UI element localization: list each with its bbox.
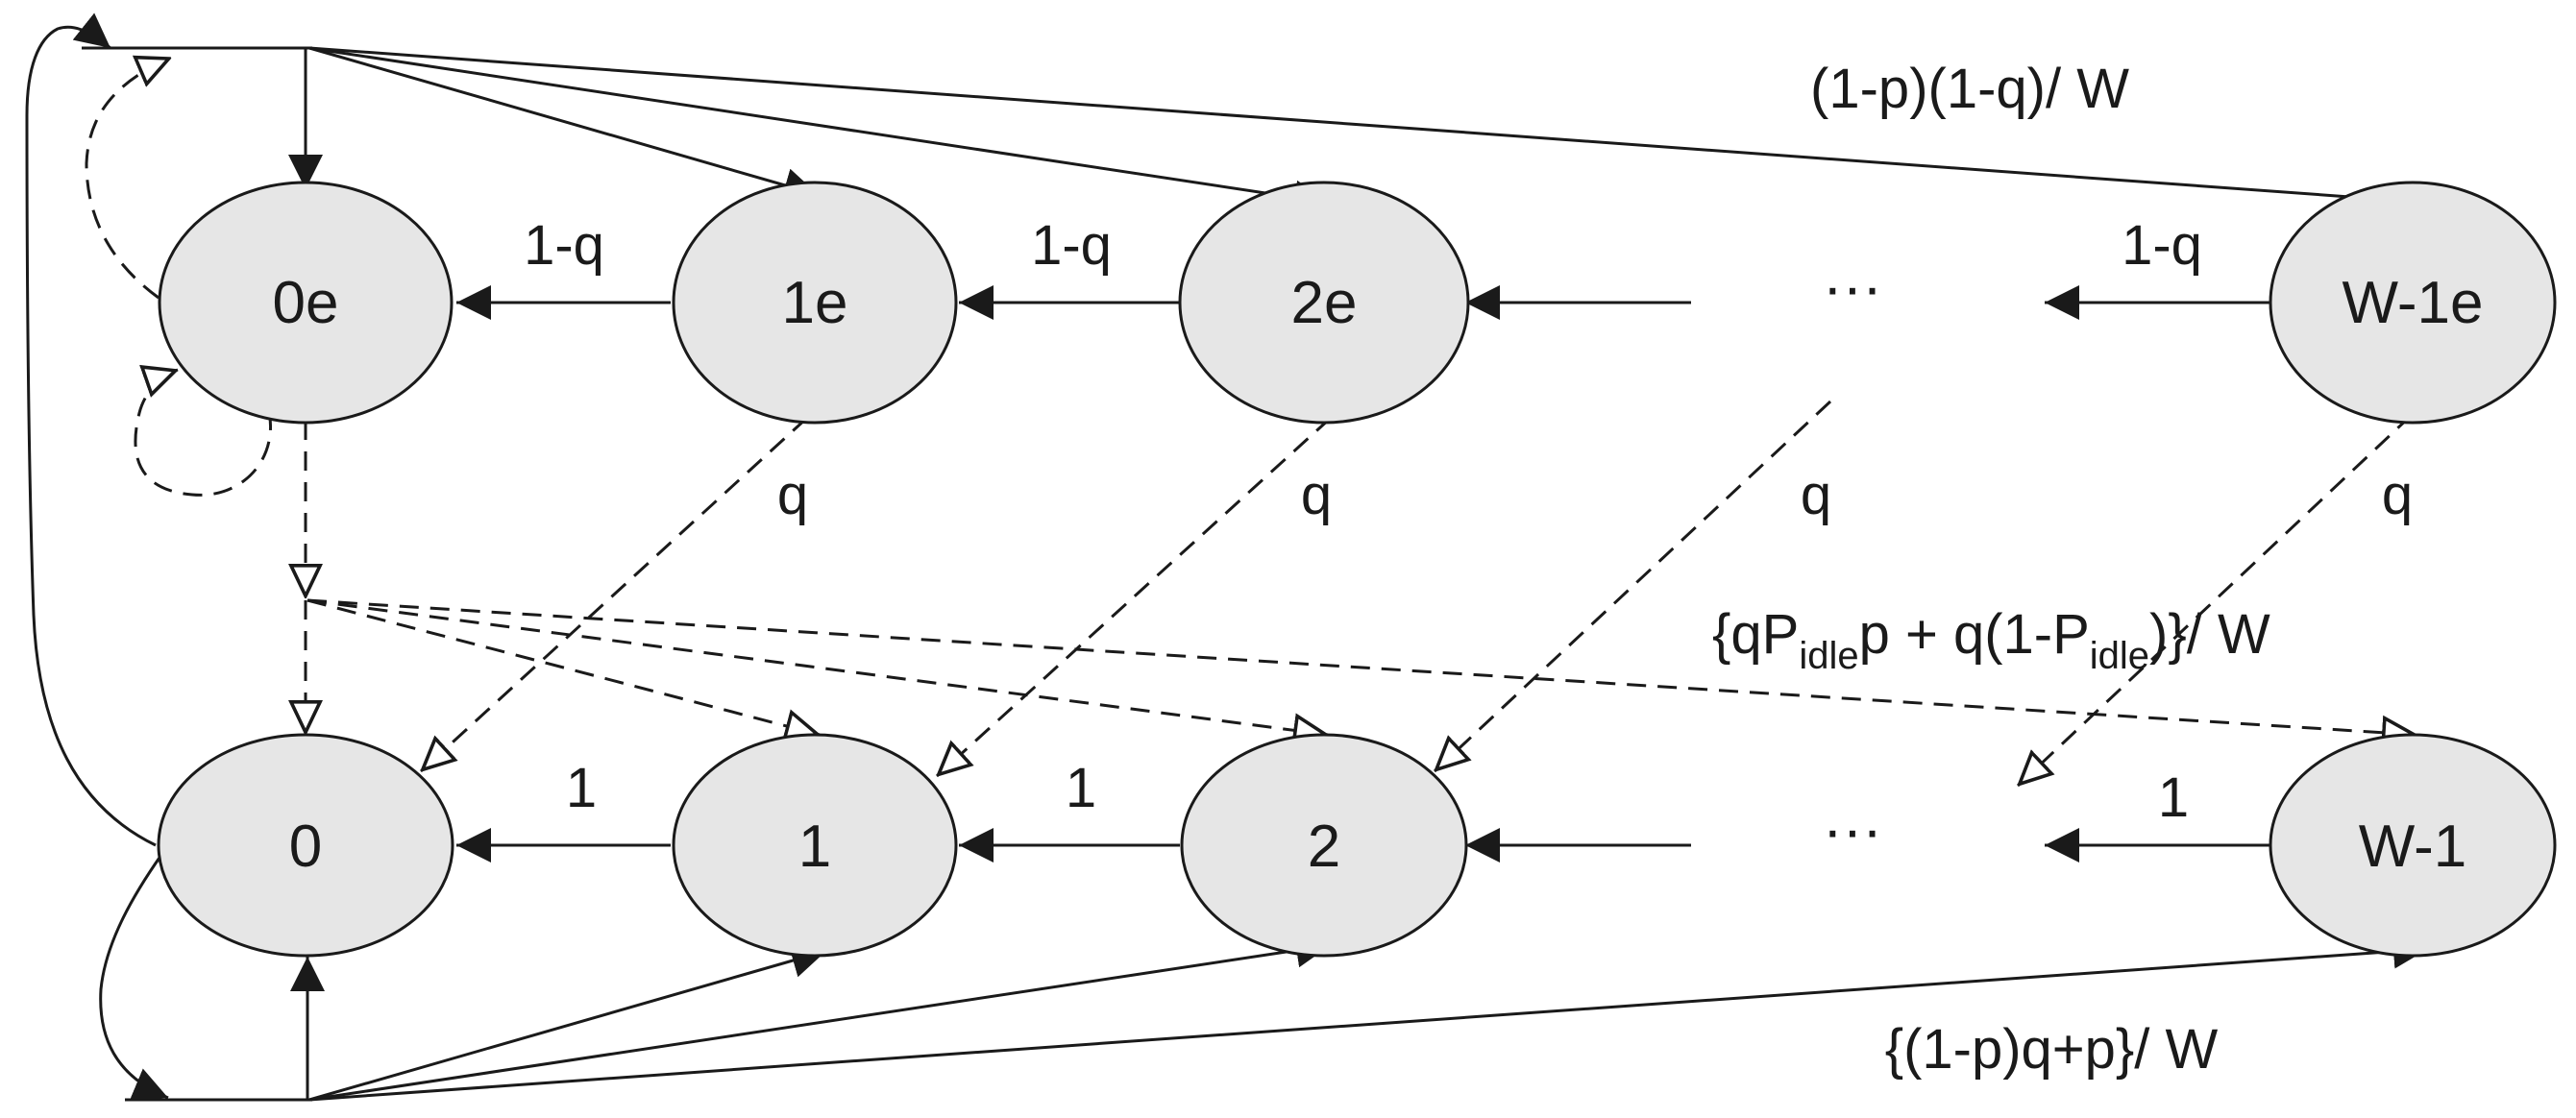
state-label-1: 1 [798, 814, 831, 880]
edge-labels: (1-p)(1-q)/ W 1-q 1-q 1-q q q q q {qPidl… [524, 58, 2413, 1081]
top-fan-edge-to-1e [308, 46, 820, 203]
state-label-1e: 1e [782, 270, 848, 336]
top-chain-label-2e-1e: 1-q [1031, 214, 1112, 277]
bottom-fan-edge-to-2 [308, 933, 1332, 1102]
loop-0-to-bottom-fan [99, 854, 169, 1101]
state-label-w-1e: W-1e [2342, 270, 2483, 336]
loop-0-to-top-fan [25, 12, 157, 847]
down-label-w-1e: q [2382, 464, 2413, 526]
top-fan-edge-to-w-1e [308, 46, 2430, 218]
top-fan-probability-label: (1-p)(1-q)/ W [1810, 58, 2129, 120]
mid-fan-probability-label: {qPidlep + q(1-Pidle)}/ W [1712, 603, 2270, 677]
bottom-row-nodes: 0 1 2 W-1 ··· [157, 733, 2557, 958]
top-row-nodes: 0e 1e 2e W-1e ··· [158, 181, 2557, 425]
mid-fan-label-close: )}/ W [2149, 603, 2270, 666]
mid-fan-label-mid: p + q(1-P [1859, 603, 2090, 666]
edge-w-1e-to-dots [2018, 413, 2414, 786]
edge-dots-to-2 [1435, 400, 1832, 771]
state-label-2: 2 [1308, 814, 1340, 880]
bottom-row-ellipsis: ··· [1823, 797, 1882, 863]
down-label-1e: q [777, 464, 808, 526]
state-node-2 [1180, 733, 1468, 958]
bottom-chain-label-1-0: 1 [566, 757, 597, 819]
mid-fan-label-open: {qP [1712, 603, 1799, 666]
top-chain-label-w-1e-dots: 1-q [2122, 214, 2202, 277]
edge-1e-to-0 [421, 416, 809, 771]
state-node-0 [157, 733, 454, 958]
edge-2e-to-1 [937, 416, 1333, 776]
state-label-2e: 2e [1291, 270, 1358, 336]
bottom-chain-label-2-1: 1 [1066, 757, 1096, 819]
bottom-fan-probability-label: {(1-p)q+p}/ W [1885, 1018, 2219, 1081]
bottom-fan-edge-to-w-1 [308, 934, 2429, 1102]
down-label-2e: q [1301, 464, 1332, 526]
bottom-chain-label-w-1-dots: 1 [2158, 766, 2189, 829]
state-label-0e: 0e [273, 270, 339, 336]
state-node-w-1 [2269, 733, 2557, 958]
top-fan-edge-to-2e [308, 46, 1330, 215]
state-node-w-1e [2269, 181, 2557, 425]
state-node-1 [672, 733, 958, 958]
bottom-fan-edge-to-1 [308, 943, 827, 1102]
edge-0e-to-top-fan [85, 58, 171, 300]
state-node-2e [1178, 181, 1470, 425]
edge-hub-to-2 [307, 598, 1328, 735]
state-label-w-1: W-1 [2359, 814, 2467, 880]
dashed-edges [85, 58, 2417, 786]
edge-hub-to-w-1 [307, 598, 2417, 735]
top-row-ellipsis: ··· [1823, 255, 1882, 321]
mid-fan-label-sub2: idle [2090, 635, 2149, 677]
state-node-0e [158, 181, 454, 425]
top-chain-label-1e-0e: 1-q [524, 214, 604, 277]
top-fan-edges [82, 46, 2430, 218]
state-label-0: 0 [289, 814, 322, 880]
state-node-1e [672, 181, 958, 425]
mid-fan-label-sub1: idle [1799, 635, 1858, 677]
edge-hub-to-1 [307, 598, 820, 735]
down-label-dots: q [1801, 464, 1831, 526]
